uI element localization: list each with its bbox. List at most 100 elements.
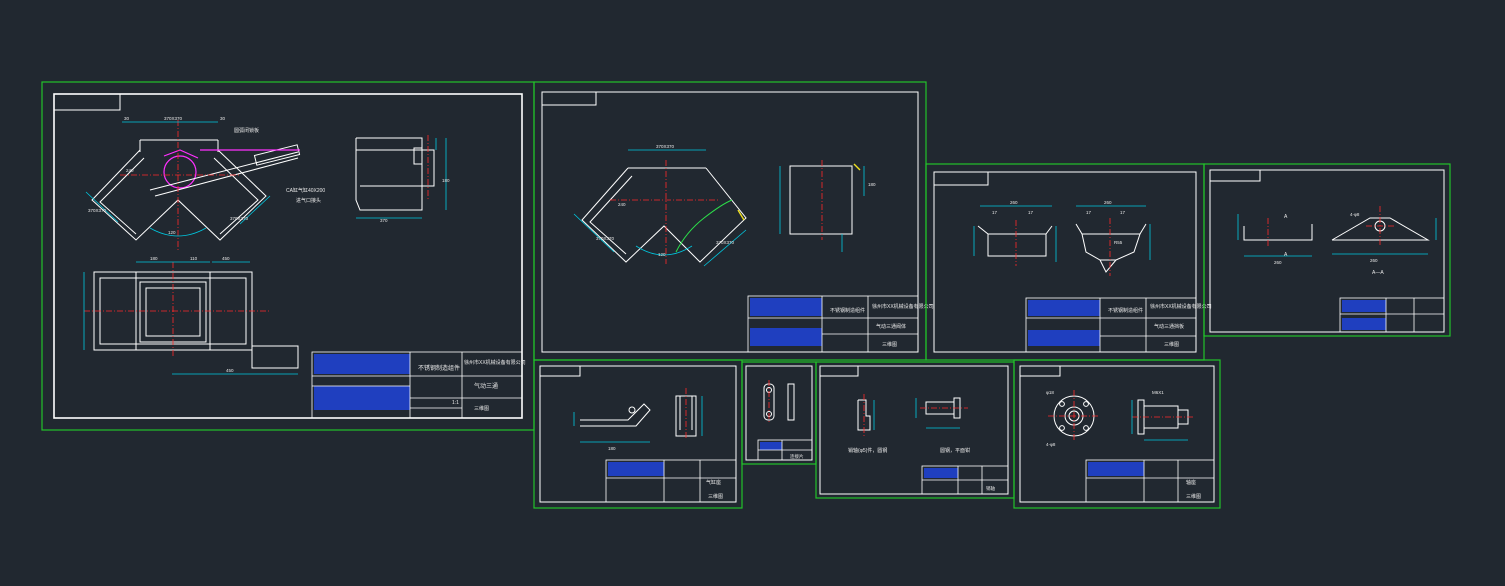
tb-drawing-name: 轴座 (1186, 479, 1196, 486)
note-text: 圆钢，平面钳 (940, 447, 970, 454)
dim-label: 120 (168, 230, 176, 235)
sheet-2[interactable]: 370X370 370X370 370X370 240 120 180 不锈钢制… (533, 81, 934, 361)
plate-view-2 (1075, 205, 1151, 276)
drawing-frame (1209, 169, 1445, 333)
tb-material: 三维图 (1186, 493, 1201, 500)
dim-label: 180 (442, 178, 450, 183)
dim-label: 120 (658, 252, 666, 257)
tb-material: 三维图 (474, 405, 489, 412)
title-block (747, 295, 919, 353)
plate-view-1 (973, 205, 1057, 266)
dim-label: 240 (126, 168, 134, 173)
title-block (757, 439, 813, 461)
section-mark: A (1284, 252, 1288, 258)
tb-material: 三维图 (882, 341, 897, 348)
title-block (311, 351, 523, 419)
dim-label: 260 (1010, 200, 1018, 205)
dim-label: 370X370 (596, 236, 615, 241)
tb-drawing-name: 气动三通阀体 (876, 323, 906, 330)
dim-label: M6X1 (1152, 390, 1164, 395)
title-block (921, 465, 1009, 495)
dim-label: 4-φ8 (1046, 442, 1056, 447)
shaft-side-view (1131, 399, 1194, 441)
tb-drawing-name: 气动三通挡板 (1154, 323, 1184, 330)
drawing-number-box (541, 91, 597, 106)
drawing-number-box (1019, 365, 1061, 377)
drawing-number-box (1209, 169, 1261, 182)
dim-label: 17 (1086, 210, 1092, 215)
dim-label: 370 (380, 218, 388, 223)
sheet-3[interactable]: 260 17 17 260 17 17 R55 不锈钢制造组件 徐州市XX机械设… (925, 163, 1212, 361)
dim-label: 180 (150, 256, 158, 261)
title-block (605, 459, 737, 503)
title-block (1339, 297, 1445, 333)
body-front-view (573, 149, 747, 267)
drawing-frame (53, 93, 523, 419)
pin-view-1 (857, 394, 875, 436)
side-view (355, 135, 447, 219)
dim-label: 110 (190, 256, 198, 261)
tb-company: 徐州市XX机械设备有限公司 (872, 303, 934, 310)
drawing-frame (819, 365, 1009, 495)
section-caption: A—A (1372, 270, 1384, 276)
dim-label: 370X370 (164, 116, 183, 121)
dim-label: 260 (1274, 260, 1282, 265)
tb-drawing-name: 销轴 (986, 485, 995, 492)
dim-label: 370X370 (230, 216, 249, 221)
dim-label: 17 (992, 210, 998, 215)
sheet-border (1013, 359, 1221, 509)
dim-label: 370X370 (656, 144, 675, 149)
dim-label: 450 (226, 368, 234, 373)
part-side-view (1237, 214, 1313, 257)
title-block (1025, 297, 1197, 353)
drawing-number-box (53, 93, 121, 111)
pin-view-2 (915, 397, 968, 429)
title-block (1085, 459, 1215, 503)
flange-view (1048, 390, 1100, 442)
dim-label: 17 (1120, 210, 1126, 215)
tb-company: 徐州市XX机械设备有限公司 (1150, 303, 1212, 310)
drawing-frame (1019, 365, 1215, 503)
callout-label: CA缸气缸40X200 (286, 187, 325, 194)
drawing-number-box (539, 365, 581, 377)
dim-label: 180 (868, 182, 876, 187)
tb-company: 徐州市XX机械设备有限公司 (464, 359, 526, 366)
tb-product: 不锈钢制造组件 (418, 364, 460, 372)
callout-label: 圆弧闭锁板 (234, 127, 259, 134)
tb-scale: 1:1 (452, 400, 459, 406)
dim-label: 370X370 (716, 240, 735, 245)
sheet-4[interactable]: 260 A A 260 4-φ8 A—A (1203, 163, 1451, 337)
drawing-number-box (819, 365, 859, 377)
dim-label: 30 (220, 116, 226, 121)
sheet-1[interactable]: 370X370 30 30 240 370X370 370X370 120 圆弧… (41, 81, 535, 431)
sheet-7[interactable]: 销轴(φ5)件，圆钢 圆钢，平面钳 销轴 (815, 361, 1015, 499)
link-view (763, 380, 795, 424)
tb-material: 三维图 (1164, 341, 1179, 348)
section-mark: A (1284, 214, 1288, 220)
dim-label: R55 (1114, 240, 1123, 245)
dim-label: 30 (124, 116, 130, 121)
tb-drawing-name: 气缸座 (706, 479, 721, 486)
sheet-border (815, 361, 1015, 499)
plan-view (83, 261, 299, 375)
seat-view-2 (675, 388, 703, 440)
dim-label: 370X370 (88, 208, 107, 213)
part-section-view (1331, 206, 1437, 255)
tb-product: 不锈钢制造组件 (1108, 307, 1143, 314)
sheet-6[interactable]: 连接片 (741, 361, 817, 465)
body-side-view (779, 160, 865, 252)
drawing-number-box (933, 171, 989, 186)
tb-material: 三维图 (708, 493, 723, 500)
dim-label: 260 (1370, 258, 1378, 263)
sheet-border (41, 81, 535, 431)
dim-label: 450 (222, 256, 230, 261)
dim-label: 240 (618, 202, 626, 207)
tb-drawing-name: 连接片 (790, 453, 804, 460)
callout-label: 进气口接头 (296, 197, 321, 204)
sheet-8[interactable]: φ18 4-φ8 M6X1 轴座 三维图 (1013, 359, 1221, 509)
dim-label: 260 (1104, 200, 1112, 205)
sheet-5[interactable]: 180 气缸座 三维图 (533, 359, 743, 509)
note-text: 销轴(φ5)件，圆钢 (848, 447, 887, 454)
